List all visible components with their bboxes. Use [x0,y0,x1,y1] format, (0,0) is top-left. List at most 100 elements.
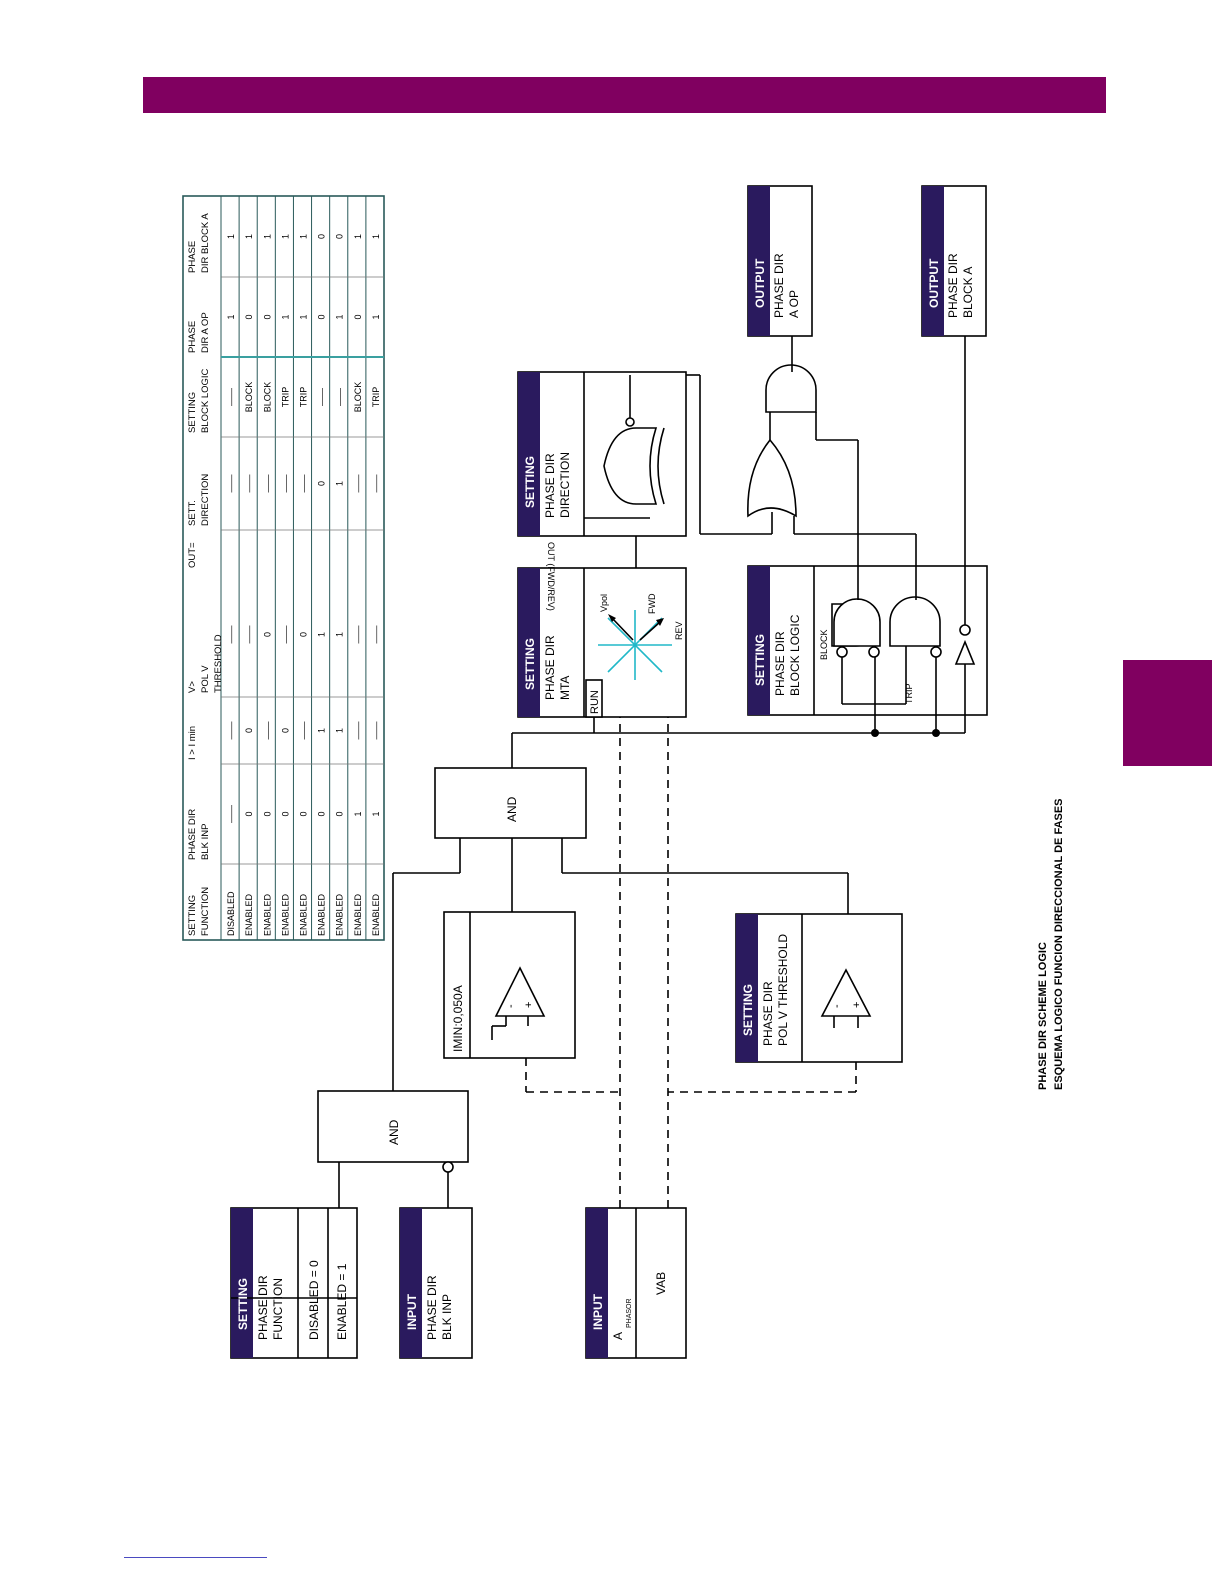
and-gate-3 [765,364,817,413]
output-block-line2: BLOCK A [961,267,975,318]
table-header: SETTING [187,392,198,433]
table-cell: TRIP [280,387,290,408]
direction-line1: PHASE DIR [543,453,557,518]
input-phasor-sub: PHASOR [626,1298,633,1328]
setting-function-header: SETTING [236,1278,250,1330]
input-blk-header: INPUT [405,1293,419,1330]
output-op-line1: PHASE DIR [772,253,786,318]
block-logic-line1: PHASE DIR [773,631,787,696]
pol-v-threshold-block [735,913,903,1063]
table-cell: 1 [335,314,345,319]
table-cell: ENABLED [371,893,381,936]
table-cell: 0 [317,481,327,486]
block-logic-line2: BLOCK LOGIC [788,614,802,696]
table-cell: —— [353,475,363,493]
table-cell: 1 [317,728,327,733]
mta-fwd-label: FWD [647,593,657,614]
direction-out-label: OUT (FWD/REV) [546,542,556,611]
table-cell: 0 [262,632,272,637]
table-cell: 1 [317,632,327,637]
table-cell: 0 [244,811,254,816]
direction-block [517,371,700,537]
block-logic-block-label: BLOCK [819,629,829,660]
table-header: PHASE [187,241,198,273]
setting-function-block [230,1207,358,1359]
and1-invert-bubble [442,1161,454,1173]
table-cell: —— [317,388,327,406]
input-phasor-line1: A [611,1332,625,1340]
table-cell: —— [226,388,236,406]
table-cell: 1 [298,234,308,239]
and1-label: AND [387,1119,401,1145]
table-cell: —— [262,722,272,740]
chapter-tab [1123,660,1212,766]
table-cell: —— [371,475,381,493]
table-cell: 1 [353,234,363,239]
input-blk-line2: BLK INP [440,1294,454,1340]
polv-minus: - [831,1004,843,1008]
table-header: POL V [200,665,211,693]
output-op-header: OUTPUT [753,258,767,308]
table-cell: ENABLED [298,893,308,936]
mta-block [517,567,687,718]
table-cell: 1 [244,234,254,239]
table-cell: DISABLED [226,891,236,936]
table-cell: —— [371,626,381,644]
table-header: DIRECTION [200,474,211,526]
imin-minus: - [505,1004,517,1008]
table-cell: 1 [371,314,381,319]
table-cell: 0 [298,811,308,816]
table-cell: ENABLED [262,893,272,936]
table-header: I > I min [187,726,198,760]
header-bar [143,77,1106,113]
table-cell: —— [353,722,363,740]
imin-plus: + [523,1002,535,1008]
setting-function-opt2: ENABLED = 1 [335,1263,349,1340]
wires [338,336,966,1208]
table-header: PHASE [187,321,198,353]
table-cell: 1 [335,481,345,486]
table-cell: 0 [280,728,290,733]
output-block-line1: PHASE DIR [946,253,960,318]
table-cell: —— [371,722,381,740]
table-cell: —— [244,626,254,644]
table-header: OUT= [187,542,198,568]
table-cell: 1 [280,314,290,319]
table-cell: 1 [280,234,290,239]
polv-line1: PHASE DIR [761,981,775,1046]
table-cell: 0 [335,234,345,239]
table-header: DIR A OP [200,312,211,353]
input-phasor-value: VAB [654,1272,668,1295]
table-cell: —— [226,722,236,740]
polv-line2: POL V THRESHOLD [776,934,790,1046]
table-cell: 1 [353,811,363,816]
mta-run-label: RUN [589,690,601,714]
table-header: BLOCK LOGIC [200,368,211,433]
and2-label: AND [505,796,519,822]
setting-function-opt1: DISABLED = 0 [307,1260,321,1340]
and-gate-2 [434,767,587,839]
table-cell: 1 [371,811,381,816]
table-cell: 0 [317,234,327,239]
table-header: BLK INP [200,824,211,860]
table-cell: ENABLED [335,893,345,936]
table-cell: —— [353,626,363,644]
table-header: SETTING [187,895,198,936]
table-cell: ENABLED [317,893,327,936]
table-cell: —— [244,475,254,493]
table-cell: —— [226,626,236,644]
table-cell: BLOCK [244,382,254,413]
imin-label: IMIN:0,050A [451,985,465,1052]
output-block-block [921,185,987,337]
table-cell: BLOCK [353,382,363,413]
table-header: DIR BLOCK A [200,213,211,273]
footer-rule [124,1557,267,1558]
table-cell: 0 [298,632,308,637]
mta-vpol-label: Vpol [599,594,609,612]
block-logic-block [747,440,988,716]
imin-comparator-block [443,911,576,1059]
direction-header: SETTING [523,456,537,508]
table-cell: 1 [226,234,236,239]
